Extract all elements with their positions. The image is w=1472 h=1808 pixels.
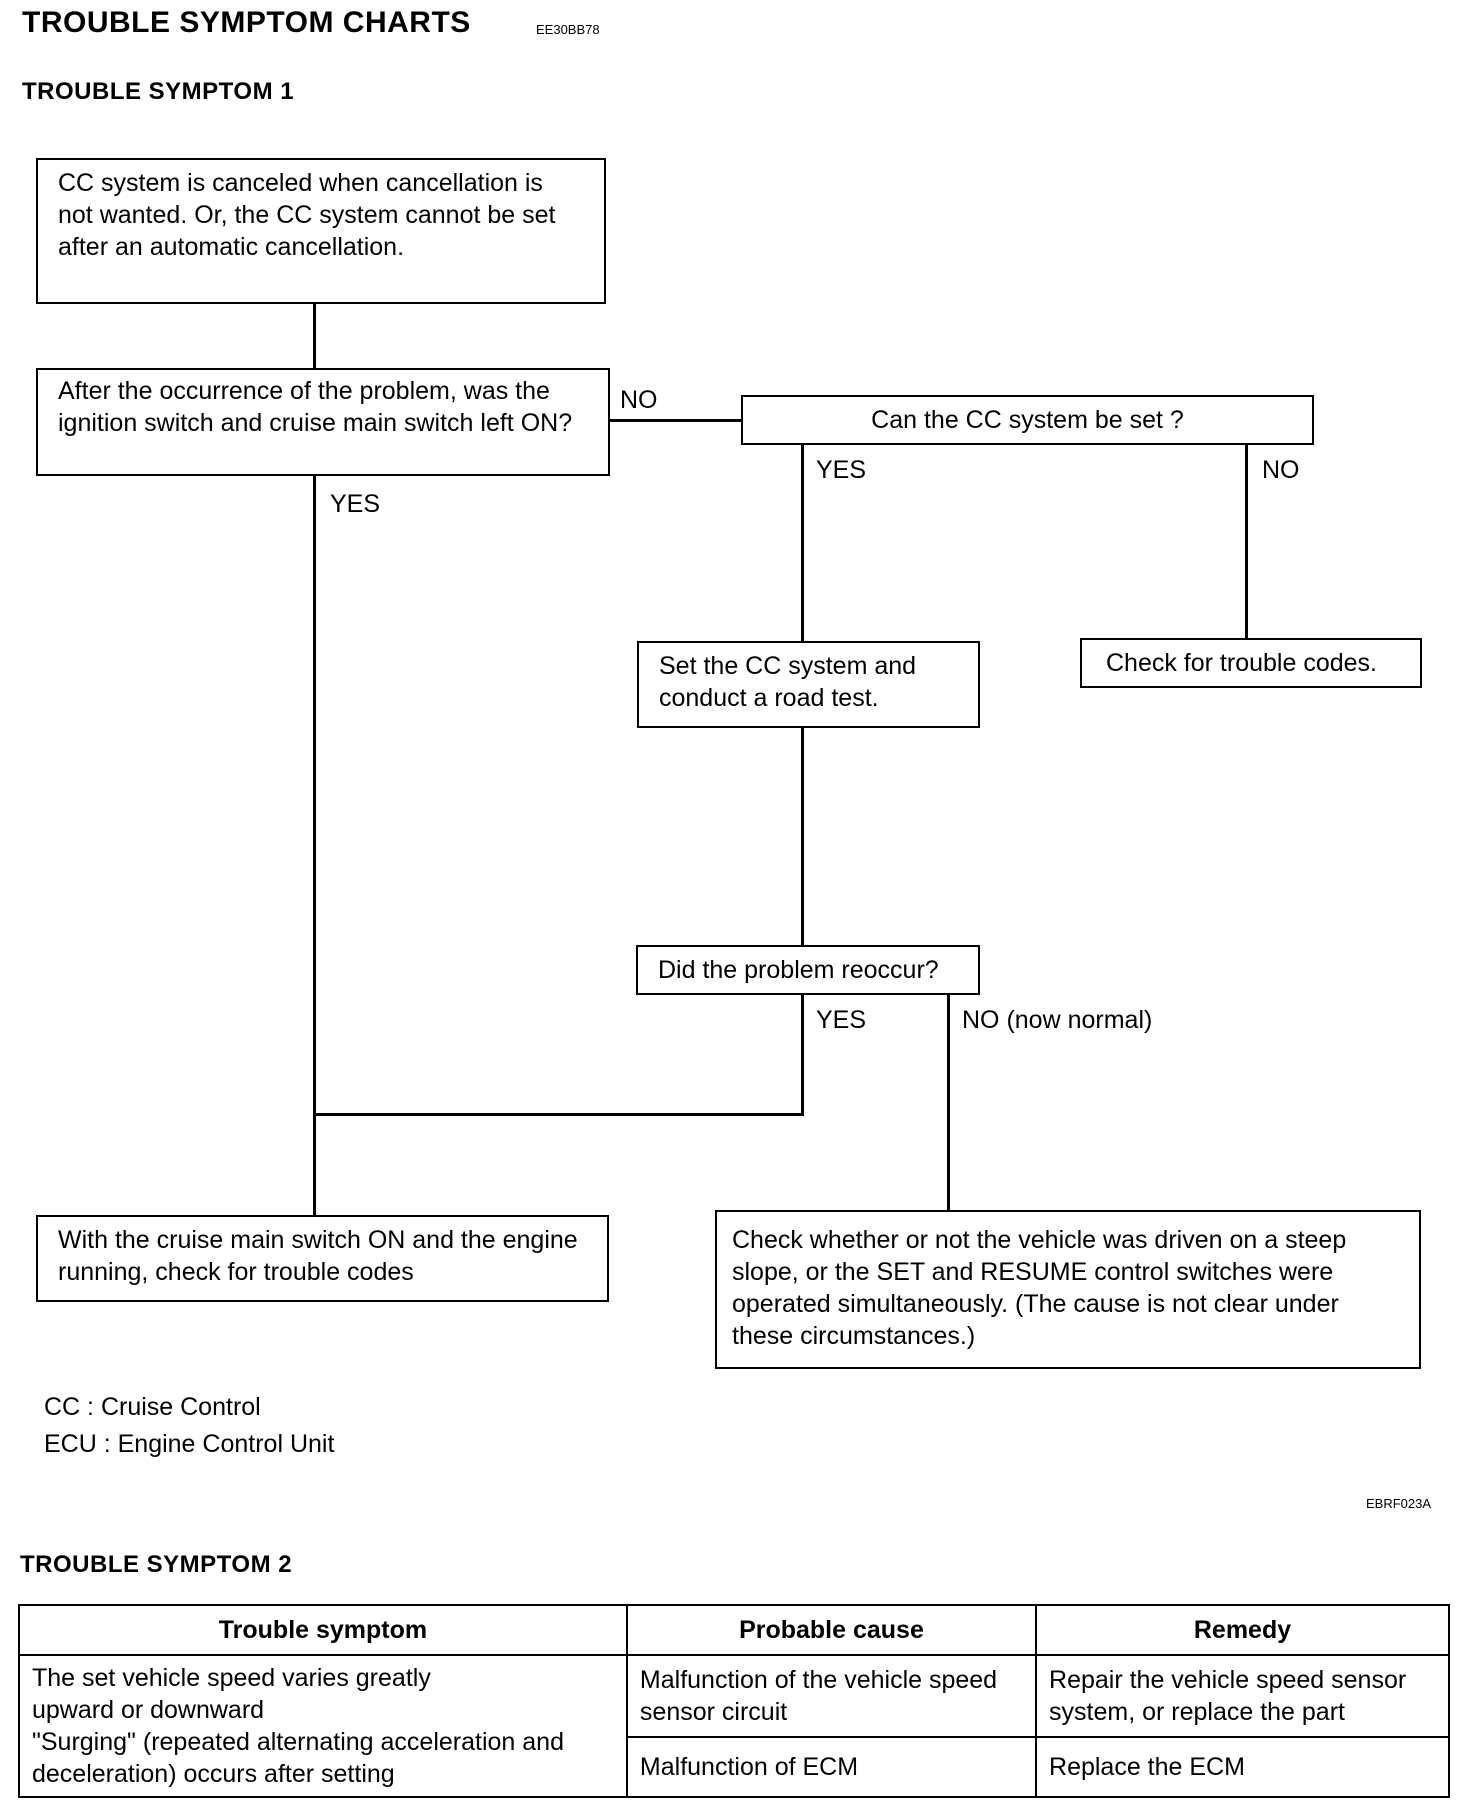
page-title: TROUBLE SYMPTOM CHARTS [22,6,471,39]
branch-label-yes-ignition: YES [330,490,381,518]
ignition-question-box: After the occurrence of the problem, was… [36,368,610,476]
branch-label-yes-reoccur: YES [816,1006,867,1034]
check-with-engine-box: With the cruise main switch ON and the e… [36,1215,609,1302]
branch-label-no-ignition: NO [620,386,658,414]
symptom-2-heading: TROUBLE SYMPTOM 2 [20,1551,293,1578]
connector-canset-yes [801,443,804,642]
symptom-line: The set vehicle speed varies greatly upw… [32,1664,431,1724]
check-slope-box: Check whether or not the vehicle was dri… [715,1210,1421,1369]
start-box: CC system is canceled when cancellation … [36,158,606,304]
connector-test-to-reoccur [801,727,804,946]
branch-label-no-now-normal: NO (now normal) [962,1006,1153,1034]
connector-canset-no [1245,443,1248,639]
reoccur-question-box: Did the problem reoccur? [636,945,980,995]
branch-label-yes-canset: YES [816,456,867,484]
table-row: Malfunction of ECM Replace the ECM [19,1736,1450,1798]
abbreviation-ecu: ECU : Engine Control Unit [44,1430,335,1458]
connector-start-to-ignition [313,302,316,370]
symptom-2-table: Trouble symptom Probable cause Remedy Th… [18,1604,1450,1798]
connector-reoccur-yes [801,993,804,1115]
remedy-cell: Replace the ECM [1035,1736,1450,1798]
table-row: The set vehicle speed varies greatly upw… [18,1654,1450,1798]
connector-ignition-yes [313,474,316,1216]
connector-reoccur-yes-join [313,1113,804,1116]
remedy-cell: Repair the vehicle speed sensor system, … [1035,1654,1450,1738]
figure-code: EBRF023A [1366,1496,1432,1511]
symptom-line: "Surging" (repeated alternating accelera… [32,1728,564,1788]
table-header-row: Trouble symptom Probable cause Remedy [18,1604,1450,1656]
column-header: Trouble symptom [18,1604,628,1656]
column-header: Remedy [1035,1604,1450,1656]
symptom-1-heading: TROUBLE SYMPTOM 1 [22,78,295,105]
abbreviation-cc: CC : Cruise Control [44,1393,261,1421]
column-header: Probable cause [625,1604,1038,1656]
set-and-test-box: Set the CC system and conduct a road tes… [637,641,980,728]
can-set-question-box: Can the CC system be set ? [741,395,1314,445]
document-code: EE30BB78 [536,22,600,37]
check-codes-box: Check for trouble codes. [1080,638,1422,688]
cause-cell: Malfunction of ECM [625,1736,1038,1798]
connector-ignition-to-canset [608,419,742,422]
cause-cell: Malfunction of the vehicle speed sensor … [625,1654,1038,1738]
connector-reoccur-no [947,993,950,1211]
branch-label-no-canset: NO [1262,456,1300,484]
symptom-cell: The set vehicle speed varies greatly upw… [18,1654,628,1798]
